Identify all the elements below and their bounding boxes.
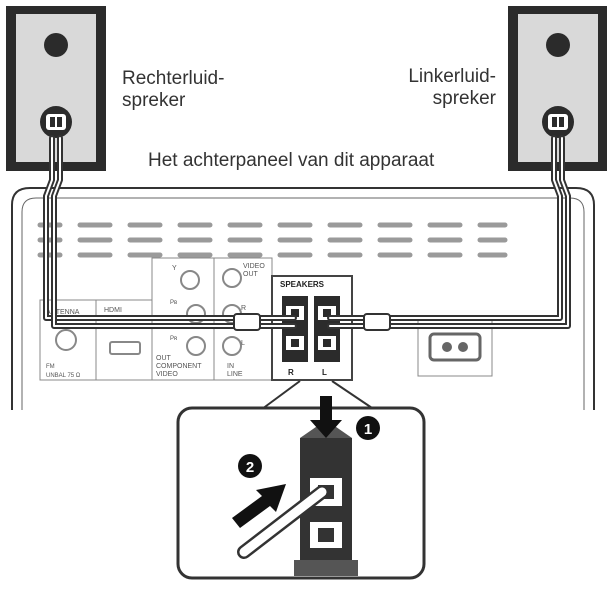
hdmi-label-1: HDMI — [104, 307, 122, 314]
step-one-number: 1 — [364, 421, 372, 438]
y-jack-icon — [180, 270, 200, 290]
pb-label: Pʙ — [170, 300, 177, 306]
left-speaker-caption-line1: Linkerluid- — [408, 66, 496, 87]
rear-panel-caption: Het achterpaneel van dit apparaat — [148, 150, 435, 171]
left-speaker — [508, 6, 607, 171]
pr-label: Pʀ — [170, 336, 178, 342]
step-two-number: 2 — [246, 459, 254, 476]
right-speaker-caption-line1: Rechterluid- — [122, 68, 225, 89]
y-label: Y — [172, 265, 177, 272]
right-speaker-caption-line2: spreker — [122, 90, 186, 111]
video-out-label-1: VIDEO — [243, 263, 265, 270]
fm-label-2: UNBAL 75 Ω — [46, 373, 81, 379]
in-line-l-jack-icon — [222, 336, 242, 356]
in-line-r-label: R — [241, 305, 246, 312]
insert-arrow-icon — [232, 484, 286, 528]
fm-antenna-jack-icon — [55, 329, 77, 351]
terminal-callout: 1 2 — [176, 380, 426, 580]
component-label-2: COMPONENT — [156, 363, 202, 370]
speakers-label: SPEAKERS — [280, 280, 325, 289]
left-speaker-caption-line2: spreker — [432, 88, 496, 109]
pr-jack-icon — [186, 336, 206, 356]
in-line-label-1: IN — [227, 363, 234, 370]
speaker-cables — [43, 135, 571, 331]
rear-panel: ANTENNA HDMI OUT FM UNBAL 75 Ω Y Pʙ Pʀ O… — [11, 187, 595, 410]
video-out-label-2: OUT — [243, 271, 259, 278]
right-speaker — [6, 6, 106, 171]
speaker-driver-icon — [546, 33, 570, 57]
component-label-3: VIDEO — [156, 371, 178, 378]
terminal-r-label: R — [288, 368, 294, 377]
in-line-label-2: LINE — [227, 371, 243, 378]
terminal-l-label: L — [322, 368, 327, 377]
speaker-terminals — [282, 296, 340, 362]
hdmi-port-icon — [109, 341, 141, 355]
antenna-label: ANTENNA — [46, 309, 80, 316]
press-down-arrow-icon — [310, 396, 342, 438]
step-two-badge — [238, 454, 262, 478]
video-out-jack-icon — [222, 268, 242, 288]
ventilation-slots — [37, 222, 508, 258]
speaker-driver-icon — [44, 33, 68, 57]
step-one-badge — [356, 416, 380, 440]
power-inlet-icon — [428, 332, 482, 362]
fm-label-1: FM — [46, 364, 55, 370]
component-label-1: OUT — [156, 355, 172, 362]
in-line-l-label: L — [241, 340, 245, 347]
